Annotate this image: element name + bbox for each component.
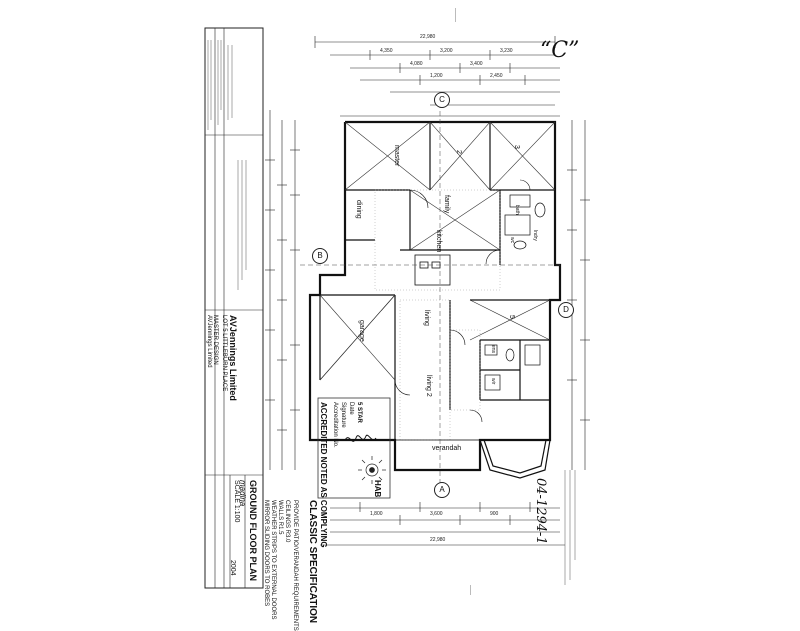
dim-overall-bottom: 22,980 (430, 537, 446, 543)
room-lndry: lndry (532, 230, 538, 241)
room-master: master (393, 145, 400, 167)
exterior-walls (308, 120, 562, 472)
grid-marker-b: B (312, 248, 328, 264)
dim-top-3: 3,230 (500, 48, 513, 54)
dim-top-1: 4,350 (380, 48, 393, 54)
bay-window (479, 439, 551, 479)
room-5: 5 (508, 315, 515, 319)
sheet-label: “C” (540, 38, 580, 63)
interior-walls (319, 122, 555, 440)
stamp-rating: 5 STAR (356, 402, 362, 423)
stamp-line-3: Date (348, 402, 354, 415)
floor-plan-drawing (204, 8, 590, 595)
tiled-area (374, 189, 501, 441)
room-dining: dining (355, 200, 362, 219)
spec-note-5: MIRROR SLIDING DOORS TO ROBES (263, 500, 269, 607)
stamp-frame (317, 397, 391, 499)
client-name: MASTER DESIGN (212, 315, 218, 365)
room-living-2: living 2 (425, 375, 432, 397)
builder-name: AVJennings Limited (206, 315, 212, 368)
drawing-number: 04-1294-1 (533, 478, 548, 545)
grid-marker-d: D (558, 302, 574, 318)
room-kitchen: kitchen (435, 230, 442, 253)
grid-marker-a: A (434, 482, 450, 498)
spec-note-3: WALLS R1.5 (277, 500, 283, 535)
room-wir: wir (490, 378, 496, 385)
dim-bottom-1: 1,800 (370, 511, 383, 517)
hab-logo (358, 456, 386, 484)
scale-text: SCALE 1:100 (233, 480, 240, 523)
dim-top-2: 3,200 (440, 48, 453, 54)
company-name: AVJennings Limited (228, 315, 238, 401)
room-family: family (443, 195, 450, 214)
lot-address: LOT 5 LITTLEBURN PLACE (221, 315, 227, 392)
grid-marker-c: C (434, 92, 450, 108)
stamp-line-2: Signature (340, 402, 346, 428)
room-ens: ens (490, 345, 496, 354)
dim-top-4: 4,080 (410, 61, 423, 67)
date-text: 2004 (229, 560, 236, 576)
signature (344, 434, 377, 442)
plan-sheet: “C” 04-1294-1 C B D A master 2 3 dining … (204, 8, 590, 631)
dim-top-6: 1,200 (430, 73, 443, 79)
dim-bottom-2: 3,600 (430, 511, 443, 517)
spec-note-2: CEILINGS R3.0 (284, 500, 290, 543)
room-2: 2 (455, 150, 462, 154)
room-living: living (423, 310, 430, 326)
room-3: 3 (513, 145, 520, 149)
dim-overall-top: 22,980 (420, 34, 436, 40)
floor-plan-title: GROUND FLOOR PLAN (248, 480, 258, 581)
notes-column-frame (204, 27, 264, 589)
room-bath: bath (514, 205, 520, 215)
room-garage: garage (358, 320, 365, 342)
stamp-line-1: Accreditation No. (332, 402, 338, 448)
verandah-outline (394, 439, 481, 471)
dim-top-5: 3,400 (470, 61, 483, 67)
stamp-title: ACCREDITED NOTED AS COMPLYING (319, 402, 328, 548)
spec-note-1: PROVIDE PATIO/VERANDAH REQUIREMENTS (292, 500, 298, 631)
spec-note-4: WEATHER STRIPS TO EXTERNAL DOORS (270, 500, 276, 620)
room-wc: wc (509, 237, 515, 244)
stamp-logo-text: HAB (373, 480, 382, 498)
dim-top-7: 2,450 (490, 73, 503, 79)
spec-title: CLASSIC SPECIFICATION (307, 500, 318, 624)
room-verandah: verandah (432, 445, 462, 452)
dim-bottom-3: 900 (490, 511, 499, 517)
